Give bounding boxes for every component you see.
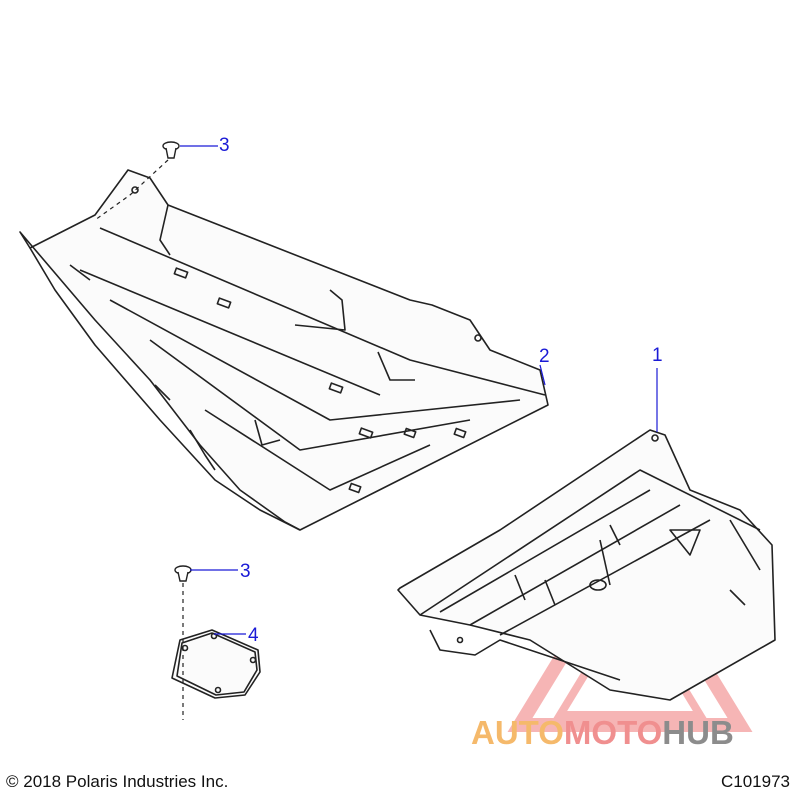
watermark-logo: AUTOMOTOHUB <box>471 716 734 749</box>
callout-1: 1 <box>652 345 663 366</box>
watermark-part-hub: HUB <box>662 714 734 751</box>
callout-4: 4 <box>248 625 259 646</box>
leader-lines <box>180 145 658 635</box>
callout-2: 2 <box>539 346 550 367</box>
watermark-part-auto: AUTO <box>471 714 564 751</box>
diagram-code: C101973 <box>720 772 790 791</box>
skid-plate-front <box>19 169 549 531</box>
install-lines <box>94 159 184 720</box>
callout-3-upper: 3 <box>219 135 230 156</box>
fastener-lower <box>174 565 192 582</box>
watermark-part-moto: MOTO <box>563 714 663 751</box>
copyright-text: © 2018 Polaris Industries Inc. <box>6 772 229 791</box>
cover-plate <box>171 629 261 699</box>
callout-3-lower: 3 <box>240 561 251 582</box>
skid-plate-rear <box>397 429 776 701</box>
fastener-upper <box>162 141 180 159</box>
